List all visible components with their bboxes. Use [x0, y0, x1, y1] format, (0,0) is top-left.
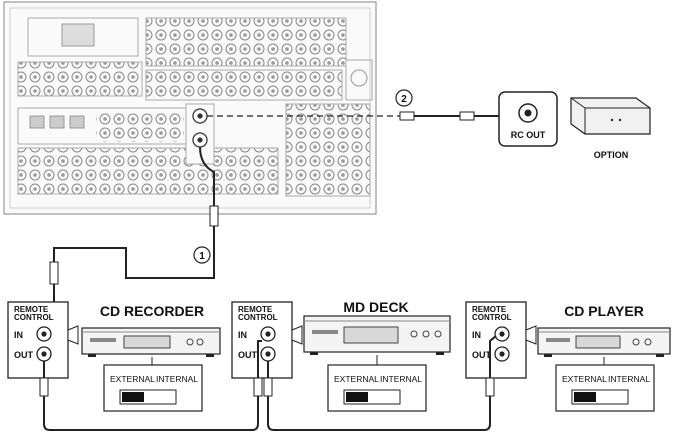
- device-cd-recorder: REMOTE CONTROL IN OUT CD RECORDER EXTERN…: [7, 301, 221, 412]
- cable-2: [207, 111, 518, 121]
- svg-text:OUT: OUT: [238, 350, 258, 360]
- device-name: CD PLAYER: [564, 303, 644, 319]
- device-name: MD DECK: [343, 299, 408, 315]
- rc-out-label: RC OUT: [511, 130, 546, 140]
- chain-cable-a: [39, 340, 263, 431]
- receiver-rear-panel: [3, 1, 377, 215]
- svg-text:INTERNAL: INTERNAL: [608, 374, 650, 384]
- svg-text:EXTERNAL: EXTERNAL: [110, 374, 155, 384]
- svg-text:IN: IN: [472, 330, 481, 340]
- svg-text:REMOTE: REMOTE: [14, 305, 49, 314]
- option-device: OPTION: [570, 97, 651, 160]
- svg-text:EXTERNAL: EXTERNAL: [562, 374, 607, 384]
- svg-text:REMOTE: REMOTE: [472, 305, 507, 314]
- chain-cable-b: [263, 335, 497, 431]
- svg-text:CONTROL: CONTROL: [14, 313, 54, 322]
- svg-text:CONTROL: CONTROL: [472, 313, 512, 322]
- svg-text:1: 1: [199, 251, 205, 262]
- device-md-deck: REMOTE CONTROL IN OUT MD DECK EXTERNAL I…: [231, 299, 451, 412]
- svg-text:INTERNAL: INTERNAL: [156, 374, 198, 384]
- svg-text:IN: IN: [238, 330, 247, 340]
- option-label: OPTION: [594, 150, 629, 160]
- svg-text:INTERNAL: INTERNAL: [380, 374, 422, 384]
- device-name: CD RECORDER: [100, 303, 204, 319]
- svg-text:CONTROL: CONTROL: [238, 313, 278, 322]
- svg-text:OUT: OUT: [14, 350, 34, 360]
- callout-2: 2: [395, 89, 413, 107]
- svg-text:REMOTE: REMOTE: [238, 305, 273, 314]
- device-cd-player: REMOTE CONTROL IN OUT CD PLAYER EXTERNAL…: [465, 301, 671, 412]
- rc-out-box: RC OUT: [498, 91, 558, 147]
- callout-1: 1: [193, 246, 211, 264]
- svg-text:EXTERNAL: EXTERNAL: [334, 374, 379, 384]
- svg-text:2: 2: [401, 94, 407, 105]
- svg-text:IN: IN: [14, 330, 23, 340]
- svg-text:OUT: OUT: [472, 350, 492, 360]
